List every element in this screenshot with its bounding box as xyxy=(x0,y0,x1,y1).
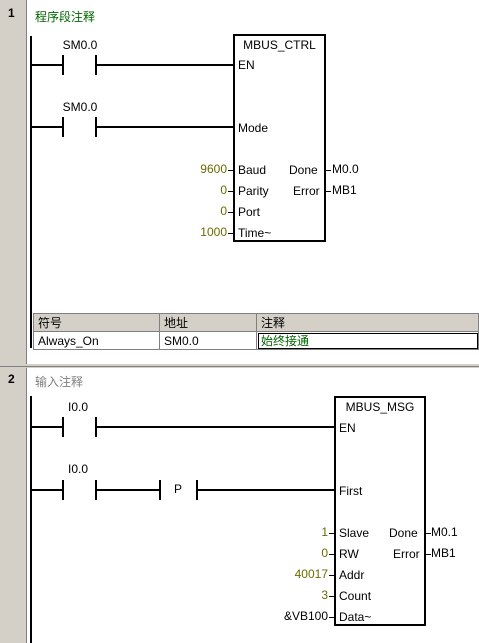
network-2-gutter[interactable] xyxy=(0,368,27,643)
baud-value[interactable]: 9600 xyxy=(200,162,227,176)
pin-port: Port xyxy=(238,205,261,219)
pin-baud: Baud xyxy=(238,163,267,177)
net2-rung-2-wire-b xyxy=(96,489,160,491)
baud-stub xyxy=(228,170,234,171)
net2-rung-2-wire-c xyxy=(197,489,335,491)
done2-output-value[interactable]: M0.1 xyxy=(431,525,458,539)
contact-sm00-mode-label: SM0.0 xyxy=(62,100,98,114)
power-rail-2 xyxy=(30,396,32,643)
rung-2-wire-a xyxy=(31,126,63,128)
pin-data: Data~ xyxy=(339,610,372,624)
network-1-gutter[interactable] xyxy=(0,0,27,366)
network-2-comment[interactable]: 输入注释 xyxy=(35,375,84,389)
mbus-msg-block[interactable]: MBUS_MSG EN First Slave RW Addr Count Da… xyxy=(334,396,426,626)
port-stub xyxy=(228,212,234,213)
symbol-cell[interactable]: Always_On xyxy=(33,331,160,350)
error2-out-stub xyxy=(425,554,431,555)
pin-rw: RW xyxy=(339,547,359,561)
power-rail-1 xyxy=(30,36,32,348)
contact-i00-en-label: I0.0 xyxy=(67,400,88,414)
slave-stub xyxy=(329,533,335,534)
time-stub xyxy=(228,233,234,234)
pin-time: Time~ xyxy=(238,226,272,240)
pin-done-2: Done xyxy=(389,526,418,540)
symbol-table[interactable]: 符号 地址 注释 Always_On SM0.0 始终接通 xyxy=(33,313,479,350)
network-separator-line xyxy=(0,366,479,367)
addr-value[interactable]: 40017 xyxy=(294,567,328,581)
slave-value[interactable]: 1 xyxy=(321,525,328,539)
comment-cell[interactable]: 始终接通 xyxy=(256,331,479,350)
pin-slave: Slave xyxy=(339,526,370,540)
pin-en-2: EN xyxy=(339,421,356,435)
mbus-ctrl-title: MBUS_CTRL xyxy=(243,38,316,52)
count-value[interactable]: 3 xyxy=(321,588,328,602)
pin-done: Done xyxy=(289,163,318,177)
rw-value[interactable]: 0 xyxy=(321,546,328,560)
pin-error: Error xyxy=(293,184,320,198)
rung-1-wire-b xyxy=(96,64,234,66)
error2-output-value[interactable]: MB1 xyxy=(431,546,456,560)
parity-value[interactable]: 0 xyxy=(220,183,227,197)
contact-i00-first-left[interactable] xyxy=(62,480,64,500)
network-1-number: 1 xyxy=(8,6,15,20)
done2-out-stub xyxy=(425,533,431,534)
net2-rung-1-wire-a xyxy=(31,426,63,428)
contact-sm00-mode-left[interactable] xyxy=(62,117,64,137)
done-out-stub xyxy=(325,170,331,171)
pin-addr: Addr xyxy=(339,568,365,582)
contact-i00-first-label: I0.0 xyxy=(67,462,88,476)
mbus-msg-title: MBUS_MSG xyxy=(345,400,415,414)
symbol-table-header: 符号 地址 注释 xyxy=(33,313,479,332)
net2-rung-2-wire-a xyxy=(31,489,63,491)
contact-i00-en-left[interactable] xyxy=(62,417,64,437)
network-1-comment[interactable]: 程序段注释 xyxy=(35,10,96,24)
rw-stub xyxy=(329,554,335,555)
pin-count: Count xyxy=(339,589,372,603)
header-symbol[interactable]: 符号 xyxy=(33,313,160,332)
contact-sm00-en-left[interactable] xyxy=(62,55,64,75)
pin-mode: Mode xyxy=(238,121,269,135)
pin-error-2: Error xyxy=(393,547,420,561)
parity-stub xyxy=(228,191,234,192)
rung-2-wire-b xyxy=(96,126,234,128)
pin-first: First xyxy=(339,484,363,498)
time-value[interactable]: 1000 xyxy=(200,225,227,239)
count-stub xyxy=(329,596,335,597)
pin-parity: Parity xyxy=(238,184,269,198)
header-comment[interactable]: 注释 xyxy=(256,313,479,332)
data-value[interactable]: &VB100 xyxy=(283,609,328,623)
rung-1-wire-a xyxy=(31,64,63,66)
addr-stub xyxy=(329,575,335,576)
header-address[interactable]: 地址 xyxy=(159,313,257,332)
net2-rung-1-wire-b xyxy=(96,426,335,428)
error-out-stub xyxy=(325,191,331,192)
port-value[interactable]: 0 xyxy=(220,204,227,218)
done-output-value[interactable]: M0.0 xyxy=(332,162,359,176)
p-contact-left[interactable] xyxy=(159,480,161,500)
p-contact-label: P xyxy=(174,482,183,496)
network-2-number: 2 xyxy=(8,372,15,386)
data-stub xyxy=(329,617,335,618)
pin-en: EN xyxy=(238,58,255,72)
address-cell[interactable]: SM0.0 xyxy=(159,331,257,350)
symbol-table-row[interactable]: Always_On SM0.0 始终接通 xyxy=(33,331,479,350)
contact-sm00-en-label: SM0.0 xyxy=(62,38,98,52)
mbus-ctrl-block[interactable]: MBUS_CTRL EN Mode Baud Parity Port Time~… xyxy=(233,34,326,242)
error-output-value[interactable]: MB1 xyxy=(332,183,357,197)
